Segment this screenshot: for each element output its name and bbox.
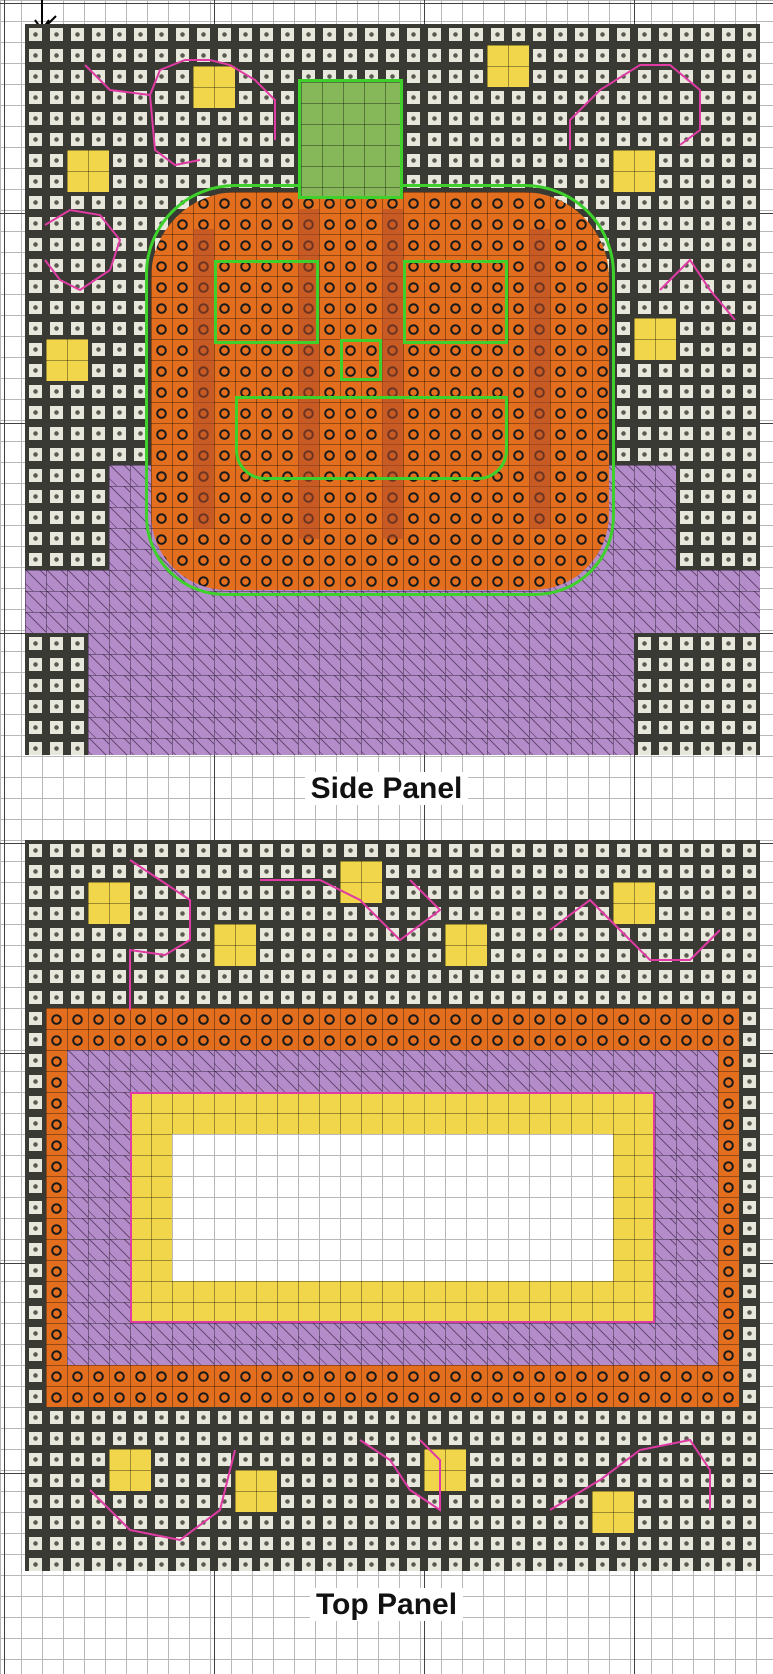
left-eye — [214, 260, 319, 344]
right-eye — [403, 260, 508, 344]
yellow-accent — [445, 924, 487, 966]
yellow-accent — [46, 339, 88, 381]
side-panel-chart — [25, 24, 760, 755]
yellow-accent — [193, 66, 235, 108]
top-panel-label: Top Panel — [0, 1588, 773, 1622]
side-panel-label: Side Panel — [0, 772, 773, 806]
top-panel-chart — [25, 840, 760, 1571]
yellow-accent — [67, 150, 109, 192]
pumpkin-stem — [298, 79, 403, 199]
pumpkin-rib-right — [529, 229, 550, 529]
pumpkin-rib-mid-left — [298, 209, 319, 539]
yellow-accent — [235, 1470, 277, 1512]
pumpkin-rib-mid-right — [382, 209, 403, 539]
yellow-accent — [487, 45, 529, 87]
yellow-accent — [109, 1449, 151, 1491]
yellow-accent — [424, 1449, 466, 1491]
yellow-accent — [613, 882, 655, 924]
yellow-accent — [634, 318, 676, 360]
yellow-accent — [340, 861, 382, 903]
yellow-accent — [613, 150, 655, 192]
pumpkin-rib-left — [193, 229, 214, 529]
yellow-accent — [592, 1491, 634, 1533]
yellow-frame-outline — [130, 1092, 655, 1323]
nose — [340, 339, 382, 381]
purple-fence-lower — [88, 633, 634, 755]
yellow-accent — [214, 924, 256, 966]
mouth — [235, 396, 508, 480]
yellow-accent — [88, 882, 130, 924]
